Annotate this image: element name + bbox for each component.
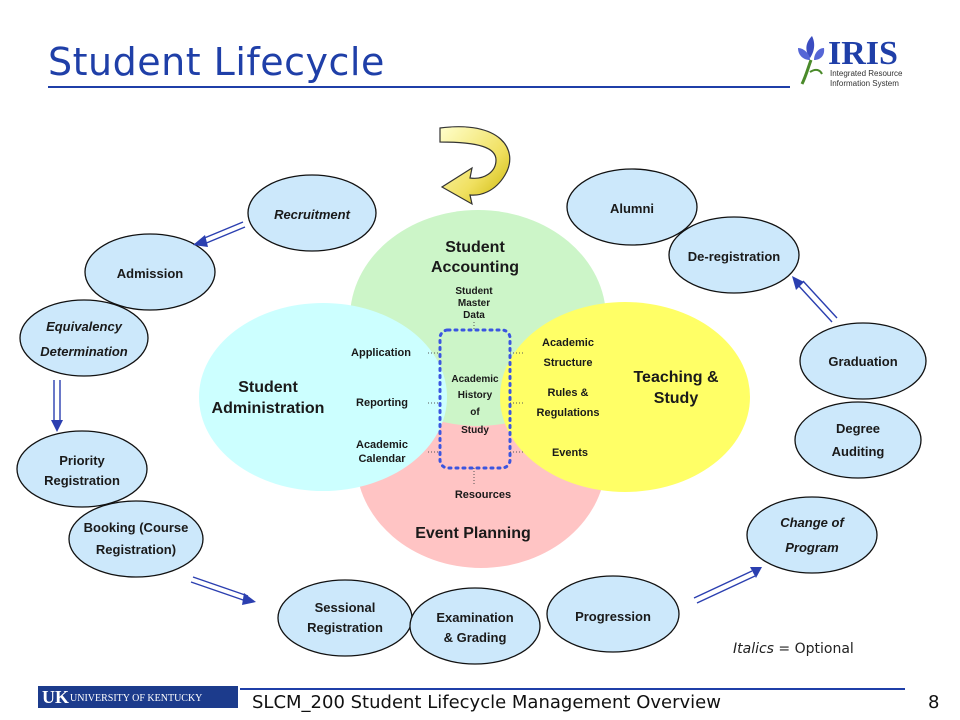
structure-label-1: Academic xyxy=(542,337,594,349)
priority-label-1: Priority xyxy=(59,453,105,468)
recruitment-ellipse xyxy=(247,174,377,252)
dotted-connectors xyxy=(428,322,524,485)
iris-tagline-2: Information System xyxy=(830,79,899,88)
iris-logo: IRIS Integrated Resource Information Sys… xyxy=(798,35,903,88)
degree-auditing-ellipse xyxy=(794,401,922,479)
legend-rest: = Optional xyxy=(773,641,854,657)
progression-label: Progression xyxy=(575,609,651,624)
history-line-2: History xyxy=(458,390,493,401)
calendar-label-2: Calendar xyxy=(358,453,406,465)
recruitment-label: Recruitment xyxy=(274,207,351,222)
history-line-4: Study xyxy=(461,425,489,436)
history-line-1: Academic xyxy=(451,374,499,385)
sessional-registration-ellipse xyxy=(277,579,413,657)
graduation-ellipse xyxy=(799,322,927,400)
administration-label-2: Administration xyxy=(212,400,325,417)
accounting-label-2: Accounting xyxy=(431,259,519,276)
change-of-program-ellipse xyxy=(746,496,878,574)
structure-label-2: Structure xyxy=(544,357,593,369)
history-line-3: of xyxy=(470,407,480,418)
page-title: Student Lifecycle xyxy=(48,40,385,84)
priority-registration-ellipse xyxy=(16,430,148,508)
application-label: Application xyxy=(351,347,411,359)
uk-logo-text: UNIVERSITY OF KENTUCKY xyxy=(70,693,202,704)
alumni-ellipse xyxy=(566,168,698,246)
admission-ellipse xyxy=(84,233,216,311)
footer-rule xyxy=(240,688,905,690)
arrow-recruitment-to-admission xyxy=(193,221,246,247)
legend-italic: Italics xyxy=(733,641,774,657)
events-label: Events xyxy=(552,447,588,459)
arrow-progression-to-change xyxy=(693,567,762,604)
page-number: 8 xyxy=(928,692,940,713)
iris-flower-icon xyxy=(798,36,825,85)
iris-brand: IRIS xyxy=(828,35,898,72)
change-label-2: Program xyxy=(785,540,839,555)
examination-ellipse xyxy=(409,587,541,665)
university-of-kentucky-logo: UK UNIVERSITY OF KENTUCKY xyxy=(38,686,238,708)
calendar-label-1: Academic xyxy=(356,439,408,451)
academic-history-box xyxy=(438,328,512,470)
booking-ellipse xyxy=(68,500,204,578)
equivalency-ellipse xyxy=(19,299,149,377)
progression-ellipse xyxy=(546,575,680,653)
change-label-1: Change of xyxy=(780,515,845,530)
rules-label-2: Regulations xyxy=(537,407,600,419)
examination-label-2: & Grading xyxy=(444,630,507,645)
degree-label-2: Auditing xyxy=(832,444,885,459)
booking-label-1: Booking (Course xyxy=(84,520,189,535)
resources-label: Resources xyxy=(455,489,511,501)
student-administration-ellipse xyxy=(199,303,447,491)
equivalency-label-2: Determination xyxy=(40,344,127,359)
equivalency-label-1: Equivalency xyxy=(46,319,123,334)
arrow-graduation-to-deregistration xyxy=(792,276,838,323)
iris-tagline-1: Integrated Resource xyxy=(830,69,903,78)
deregistration-label: De-registration xyxy=(688,249,781,264)
arrow-booking-to-sessional xyxy=(190,576,256,605)
priority-label-2: Registration xyxy=(44,473,120,488)
admission-label: Admission xyxy=(117,266,184,281)
teaching-label-2: Study xyxy=(654,390,699,407)
title-underline xyxy=(48,86,790,88)
degree-label-1: Degree xyxy=(836,421,880,436)
administration-label-1: Student xyxy=(238,379,298,396)
examination-label-1: Examination xyxy=(436,610,513,625)
deregistration-ellipse xyxy=(668,216,800,294)
sessional-label-1: Sessional xyxy=(315,600,376,615)
reporting-label: Reporting xyxy=(356,397,408,409)
master-data-3: Data xyxy=(463,310,485,321)
legend-optional: Italics = Optional xyxy=(733,641,854,657)
footer-course-title: SLCM_200 Student Lifecycle Management Ov… xyxy=(252,692,721,713)
master-data-2: Master xyxy=(458,298,490,309)
graduation-label: Graduation xyxy=(828,354,897,369)
svg-text:UK: UK xyxy=(42,687,69,707)
master-data-1: Student xyxy=(455,286,493,297)
alumni-label: Alumni xyxy=(610,201,654,216)
booking-label-2: Registration) xyxy=(96,542,176,557)
arrow-equivalency-to-priority xyxy=(51,380,63,432)
teaching-study-ellipse xyxy=(500,302,750,492)
accounting-label-1: Student xyxy=(445,239,505,256)
teaching-label-1: Teaching & xyxy=(633,369,718,386)
sessional-label-2: Registration xyxy=(307,620,383,635)
curved-cycle-arrow xyxy=(439,126,511,206)
rules-label-1: Rules & xyxy=(548,387,589,399)
event-planning-label: Event Planning xyxy=(415,525,531,542)
